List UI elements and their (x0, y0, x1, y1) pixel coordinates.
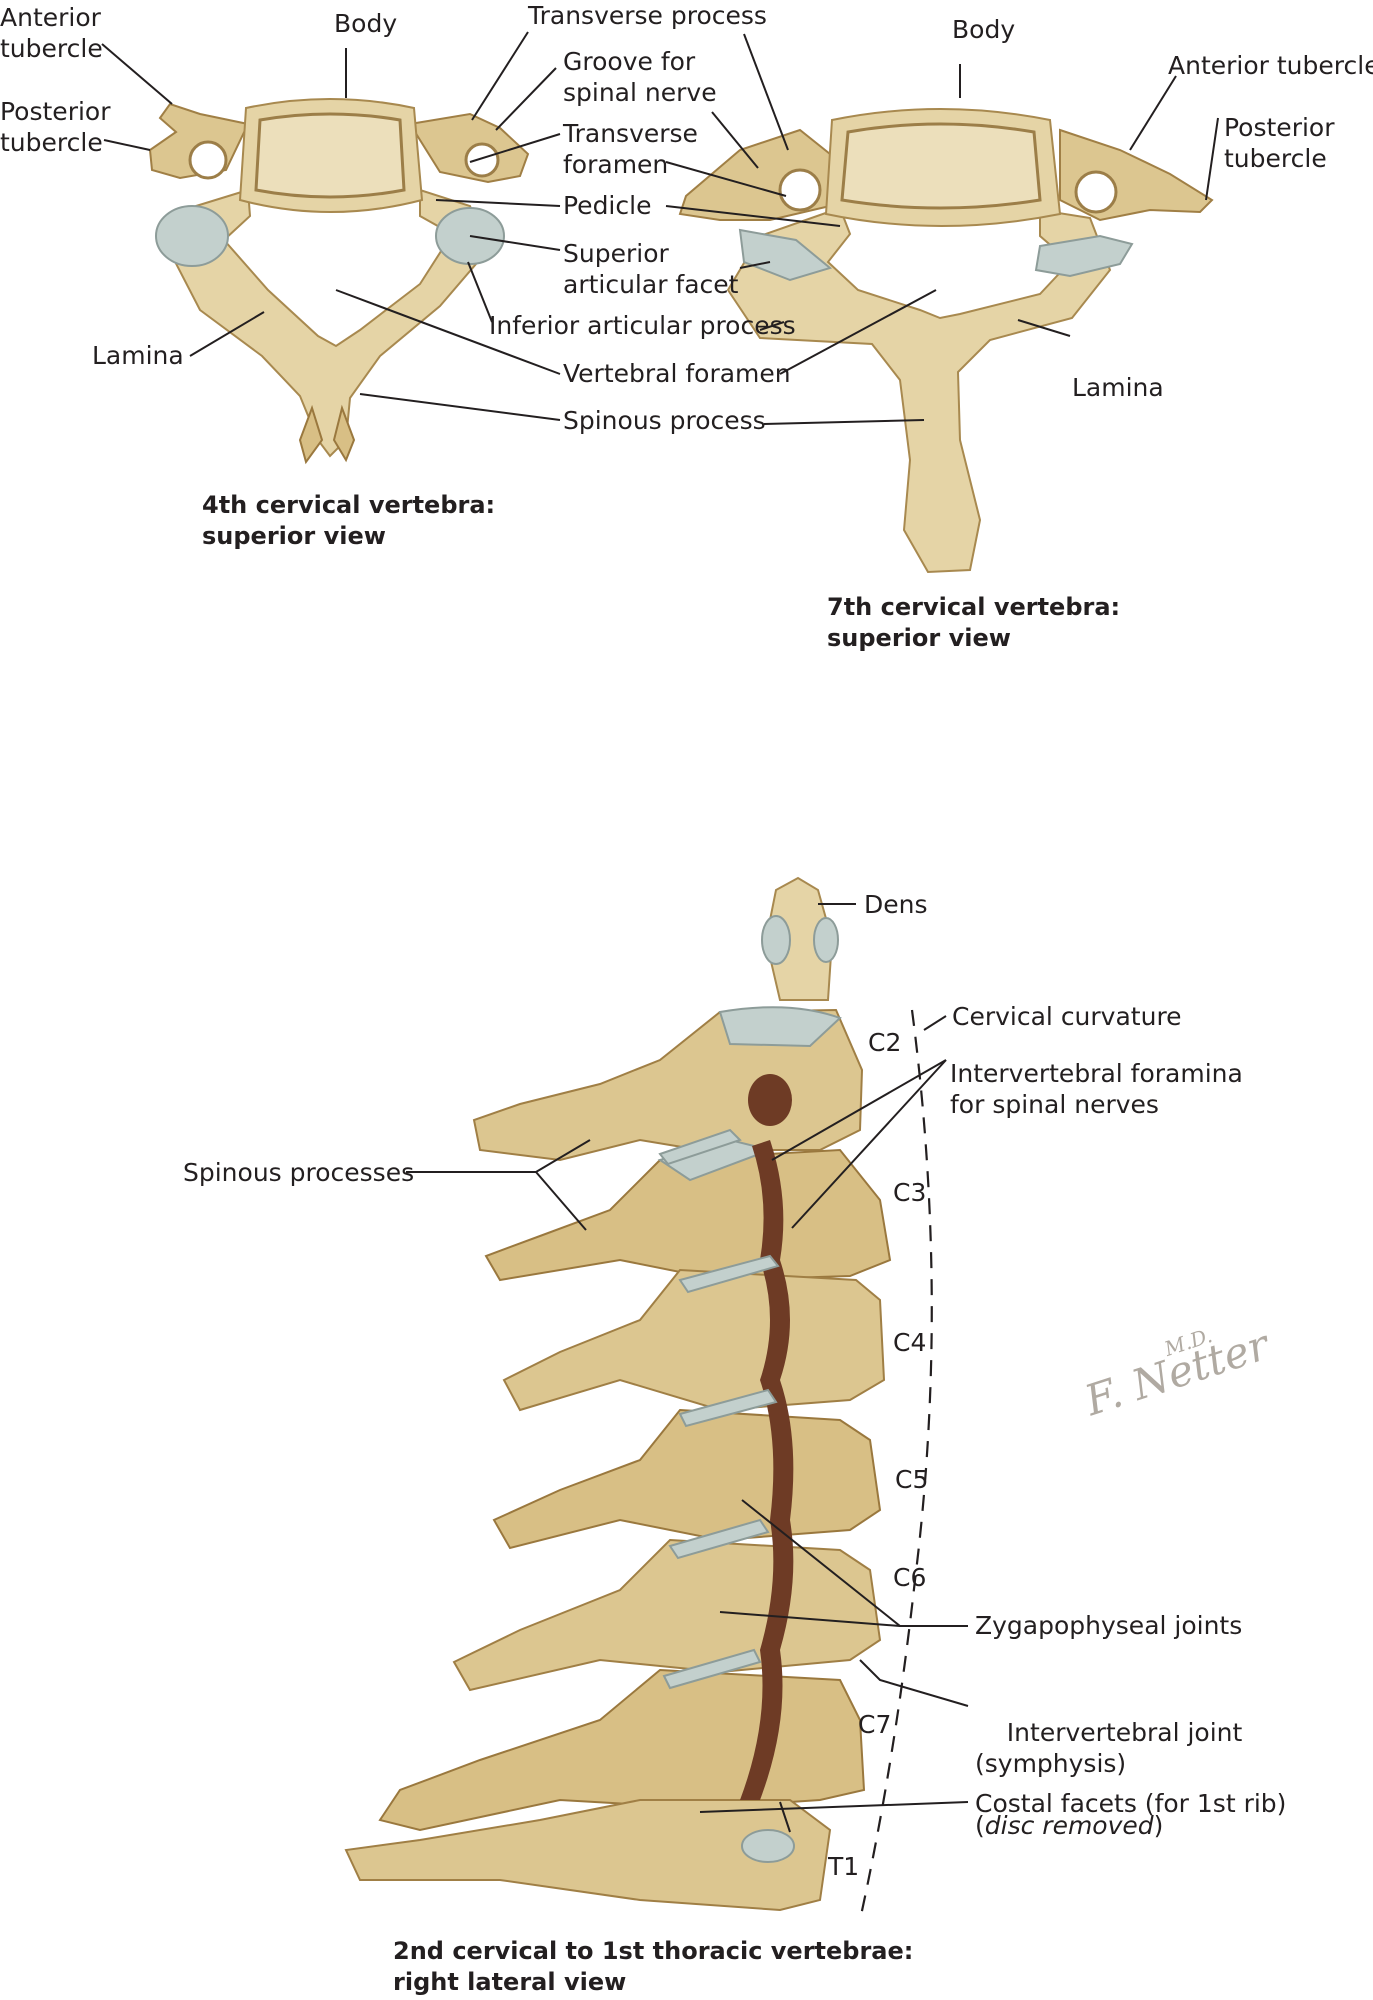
label-costal-facets: Costal facets (for 1st rib) (975, 1789, 1287, 1818)
label-dens: Dens (864, 890, 928, 919)
level-t1: T1 (828, 1852, 860, 1881)
label-transverse-foramen: Transverse foramen (563, 119, 698, 179)
c7-vertebra-drawing (678, 108, 1214, 574)
label-c4-lamina: Lamina (92, 341, 184, 370)
label-intervertebral-joint-text: Intervertebral joint (symphysis) (975, 1718, 1243, 1778)
label-c7-posterior-tubercle: Posterior tubercle (1224, 113, 1335, 173)
level-c5: C5 (895, 1465, 929, 1494)
label-cervical-curvature: Cervical curvature (952, 1002, 1182, 1031)
level-c2: C2 (868, 1028, 902, 1057)
label-disc-removed: (disc removed) (975, 1811, 1164, 1840)
caption-c4: 4th cervical vertebra: superior view (202, 491, 496, 550)
level-c3: C3 (893, 1178, 927, 1207)
label-superior-articular-facet: Superior articular facet (563, 239, 739, 299)
label-intervertebral-foramina: Intervertebral foramina for spinal nerve… (950, 1059, 1243, 1119)
level-c4: C4 (893, 1328, 927, 1357)
label-c4-body: Body (334, 9, 398, 38)
caption-lateral: 2nd cervical to 1st thoracic vertebrae: … (393, 1937, 914, 1996)
lateral-column-drawing (344, 876, 892, 1912)
label-zygapophyseal-joints: Zygapophyseal joints (975, 1611, 1243, 1640)
level-c6: C6 (893, 1563, 927, 1592)
label-c7-body: Body (952, 15, 1016, 44)
label-c4-posterior-tubercle: Posterior tubercle (0, 97, 111, 157)
label-vertebral-foramen: Vertebral foramen (563, 359, 791, 388)
label-groove-spinal-nerve: Groove for spinal nerve (563, 47, 717, 107)
label-spinous-processes: Spinous processes (183, 1158, 415, 1187)
leader-lines (101, 31, 1219, 1833)
label-c4-anterior-tubercle: Anterior tubercle (0, 3, 103, 63)
cervical-curvature-line (858, 1009, 933, 1921)
label-inferior-articular-process: Inferior articular process (489, 311, 796, 340)
c4-vertebra-drawing (148, 98, 530, 465)
caption-c7: 7th cervical vertebra: superior view (827, 593, 1121, 652)
label-pedicle: Pedicle (563, 191, 652, 220)
level-c7: C7 (858, 1710, 892, 1739)
label-intervertebral-joint: Intervertebral joint (symphysis) (disc r… (975, 1686, 1242, 1903)
label-c7-anterior-tubercle: Anterior tubercle (1168, 51, 1373, 80)
label-spinous-process: Spinous process (563, 406, 766, 435)
disc-removed-text: disc removed (984, 1811, 1154, 1840)
label-c7-lamina: Lamina (1072, 373, 1164, 402)
label-transverse-process: Transverse process (528, 1, 767, 30)
